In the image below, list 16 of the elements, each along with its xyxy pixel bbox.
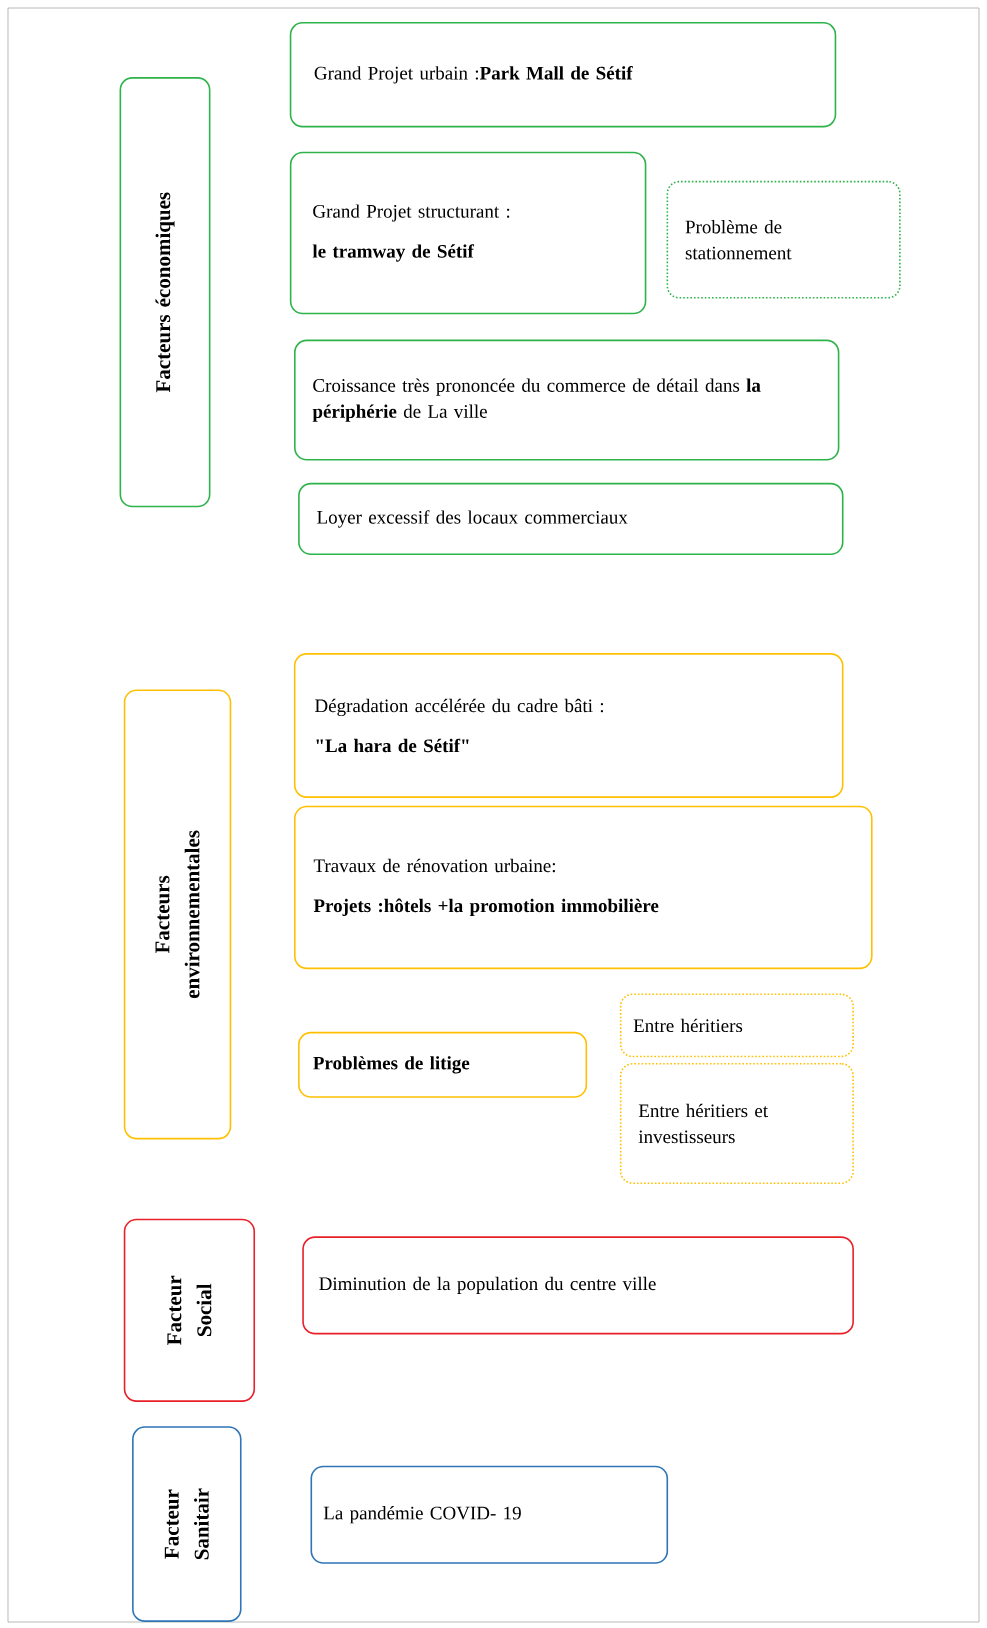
factor-box: Grand Projet structurant : le tramway de Sétif bbox=[289, 151, 647, 315]
category-box: Facteurs environnementales bbox=[123, 689, 232, 1140]
factor-box: Dégradation accélérée du cadre bâti : "La hara de Sétif" bbox=[293, 653, 844, 798]
factor-box: Problèmes de litige bbox=[298, 1031, 588, 1098]
category-box: Facteur Social bbox=[123, 1218, 256, 1402]
category-box: Facteurs économiques bbox=[119, 77, 211, 508]
factor-box: Travaux de rénovation urbaine: Projets :hôtels +la promotion immobilière bbox=[294, 805, 873, 970]
factor-box: Grand Projet urbain :Park Mall de Sétif bbox=[289, 22, 837, 128]
factor-box: La pandémie COVID- 19 bbox=[310, 1465, 669, 1564]
dotted-box: Problème de stationnement bbox=[666, 180, 901, 299]
factor-box: Croissance très prononcée du commerce de détail dans la périphérie de La ville bbox=[294, 339, 840, 461]
dotted-box: Entre héritiers et investisseurs bbox=[619, 1063, 854, 1184]
dotted-box: Entre héritiers bbox=[619, 993, 854, 1058]
category-box: Facteur Sanitair bbox=[132, 1426, 242, 1622]
factor-box: Loyer excessif des locaux commerciaux bbox=[298, 482, 844, 555]
factor-box: Diminution de la population du centre ville bbox=[302, 1236, 854, 1335]
